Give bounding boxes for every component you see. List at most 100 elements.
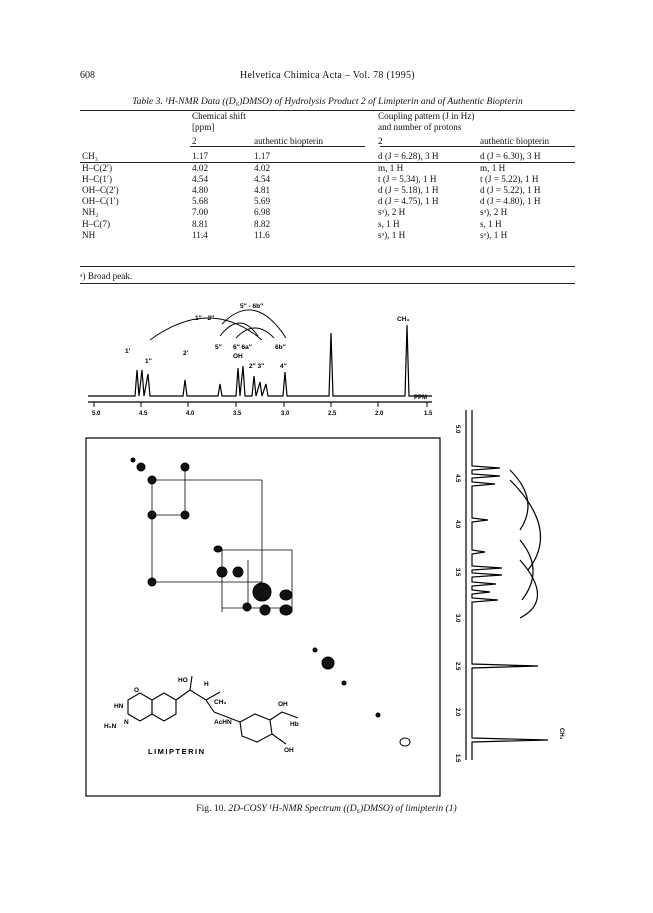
- svg-text:HN: HN: [114, 703, 124, 710]
- cell-coup2: t (J = 5.34), 1 H: [378, 173, 437, 184]
- structure-labels: O HN H₂N N HO H CH₃ AcHN OH Hb OH LIMIPT…: [104, 677, 299, 756]
- cell-label: NH: [82, 229, 96, 240]
- limipterin-structure: [127, 675, 299, 745]
- table-row: CH₃ 1.17 1.17 d (J = 6.28), 3 H d (J = 6.30)…: [80, 149, 575, 162]
- svg-text:O: O: [134, 687, 139, 694]
- y-tick-label: 5.0: [454, 425, 460, 434]
- group1-unit: [ppm]: [192, 122, 215, 133]
- svg-text:Hb: Hb: [290, 721, 299, 728]
- cell-label: H–C(1′): [82, 173, 113, 184]
- svg-text:OH: OH: [278, 701, 288, 708]
- cell-label: OH–C(1′): [82, 196, 119, 207]
- x-tick-label: 4.0: [186, 411, 195, 417]
- coupling-label-1-2: 1″ - 2″: [195, 315, 214, 322]
- figure-caption-body: 2D-COSY ¹H-NMR Spectrum ((D₆)DMSO) of li…: [228, 803, 457, 814]
- cosy-connection-lines: [151, 465, 293, 612]
- peak-label-23: 2″ 3″: [249, 363, 264, 370]
- journal-title: Helvetica Chimica Acta – Vol. 78 (1995): [240, 70, 415, 81]
- table-row: NH 11.4 11.6 sᵃ), 1 H sᵃ), 1 H: [80, 230, 575, 241]
- cell-coupbio: d (J = 4.80), 1 H: [480, 196, 541, 207]
- cell-coup2: d (J = 5.18), 1 H: [378, 185, 439, 196]
- cell-shiftbio: 5.69: [254, 196, 271, 207]
- table-subheader-row: 2 authentic biopterin 2 authentic biopte…: [80, 133, 575, 149]
- top-1d-spectrum: [88, 324, 432, 403]
- cell-label: H–C(7): [82, 218, 111, 229]
- cosy-plot-frame: [85, 437, 441, 797]
- cell-label: OH–C(2′): [82, 185, 119, 196]
- svg-text:OH: OH: [284, 747, 294, 754]
- cell-shiftbio: 1.17: [254, 151, 271, 162]
- y-tick-label: 2.0: [454, 708, 460, 717]
- peak-label-1p: 1′: [125, 348, 131, 355]
- cell-shiftbio: 6.98: [254, 207, 271, 218]
- table-bottom-rule: [80, 266, 575, 267]
- cell-shift2: 4.02: [192, 162, 209, 173]
- page-number: 608: [80, 70, 95, 81]
- right-axis-labels: 5.0 4.5 4.0 3.5 3.0 2.5 2.0 1.5 CH₃: [454, 425, 564, 763]
- coupling-label-5-6b: 5″ - 6b″: [240, 303, 263, 310]
- col-coupling-2: 2: [378, 136, 383, 147]
- cell-coup2: m, 1 H: [378, 162, 404, 173]
- cell-coupbio: sᵃ), 1 H: [480, 229, 508, 240]
- x-tick-label: 1.5: [424, 411, 433, 417]
- ppm-label: PPM: [414, 395, 427, 401]
- top-axis-ticks: [93, 402, 428, 407]
- cell-coup2: d (J = 4.75), 1 H: [378, 196, 439, 207]
- cell-coupbio: sᵃ), 2 H: [480, 207, 508, 218]
- peak-label-1pp: 1″: [145, 358, 152, 365]
- cell-coup2: sᵃ), 1 H: [378, 229, 406, 240]
- cell-shift2: 11.4: [192, 229, 208, 240]
- cell-coupbio: d (J = 6.30), 3 H: [480, 151, 541, 162]
- table-top-rule: [80, 110, 575, 111]
- cell-shiftbio: 4.81: [254, 185, 271, 196]
- x-tick-label: 4.5: [139, 411, 148, 417]
- peak-label-oh: OH: [233, 353, 243, 360]
- footnote-rule: [80, 283, 575, 284]
- x-tick-label: 3.0: [281, 411, 290, 417]
- cell-coup2: sᵃ), 2 H: [378, 207, 406, 218]
- table-header-row-1: Chemical shift Coupling pattern (J in Hz…: [80, 111, 575, 122]
- peak-label-4: 4″: [280, 363, 287, 370]
- table-row: OH–C(1′) 5.68 5.69 d (J = 4.75), 1 H d (J = …: [80, 196, 575, 207]
- col-shift-biopterin: authentic biopterin: [254, 136, 324, 147]
- svg-text:AcHN: AcHN: [214, 719, 232, 726]
- cell-shift2: 4.54: [192, 173, 209, 184]
- top-axis-labels: 5.0 4.5 4.0 3.5 3.0 2.5 2.0 1.5 PPM: [92, 395, 433, 417]
- cell-shiftbio: 8.82: [254, 218, 271, 229]
- cell-coupbio: m, 1 H: [480, 162, 506, 173]
- svg-text:HO: HO: [178, 677, 188, 684]
- cell-shiftbio: 11.6: [254, 229, 270, 240]
- y-tick-label: 1.5: [454, 754, 460, 763]
- cell-shift2: 7.00: [192, 207, 209, 218]
- y-tick-label: 3.0: [454, 614, 460, 623]
- right-1d-spectrum: [465, 410, 549, 760]
- cell-coupbio: s, 1 H: [480, 218, 502, 229]
- svg-text:H₂N: H₂N: [104, 723, 117, 730]
- cell-shift2: 1.17: [192, 151, 209, 162]
- table-footnote: ᵃ) Broad peak.: [80, 271, 133, 281]
- x-tick-label: 2.5: [328, 411, 337, 417]
- cell-shift2: 4.80: [192, 185, 209, 196]
- right-peak-label-ch3: CH₃: [558, 728, 564, 740]
- peak-label-ch3: CH₃: [397, 316, 409, 323]
- figure-number: Fig. 10.: [196, 803, 226, 814]
- peak-label-6: 6″ 6a″: [233, 344, 252, 351]
- cell-coup2: d (J = 6.28), 3 H: [378, 151, 439, 162]
- y-tick-label: 4.5: [454, 474, 460, 483]
- y-tick-label: 3.5: [454, 568, 460, 577]
- cell-label: CH₃: [82, 151, 98, 162]
- x-tick-label: 2.0: [375, 411, 384, 417]
- cell-shiftbio: 4.54: [254, 173, 271, 184]
- table-caption: Table 3. ¹H-NMR Data ((D₆)DMSO) of Hydro…: [132, 96, 523, 107]
- y-tick-label: 4.0: [454, 520, 460, 529]
- col-coupling-biopterin: authentic biopterin: [480, 136, 550, 147]
- x-tick-label: 5.0: [92, 411, 101, 417]
- figure-caption: Fig. 10. 2D-COSY ¹H-NMR Spectrum ((D₆)DM…: [0, 803, 653, 814]
- cell-shift2: 5.68: [192, 196, 209, 207]
